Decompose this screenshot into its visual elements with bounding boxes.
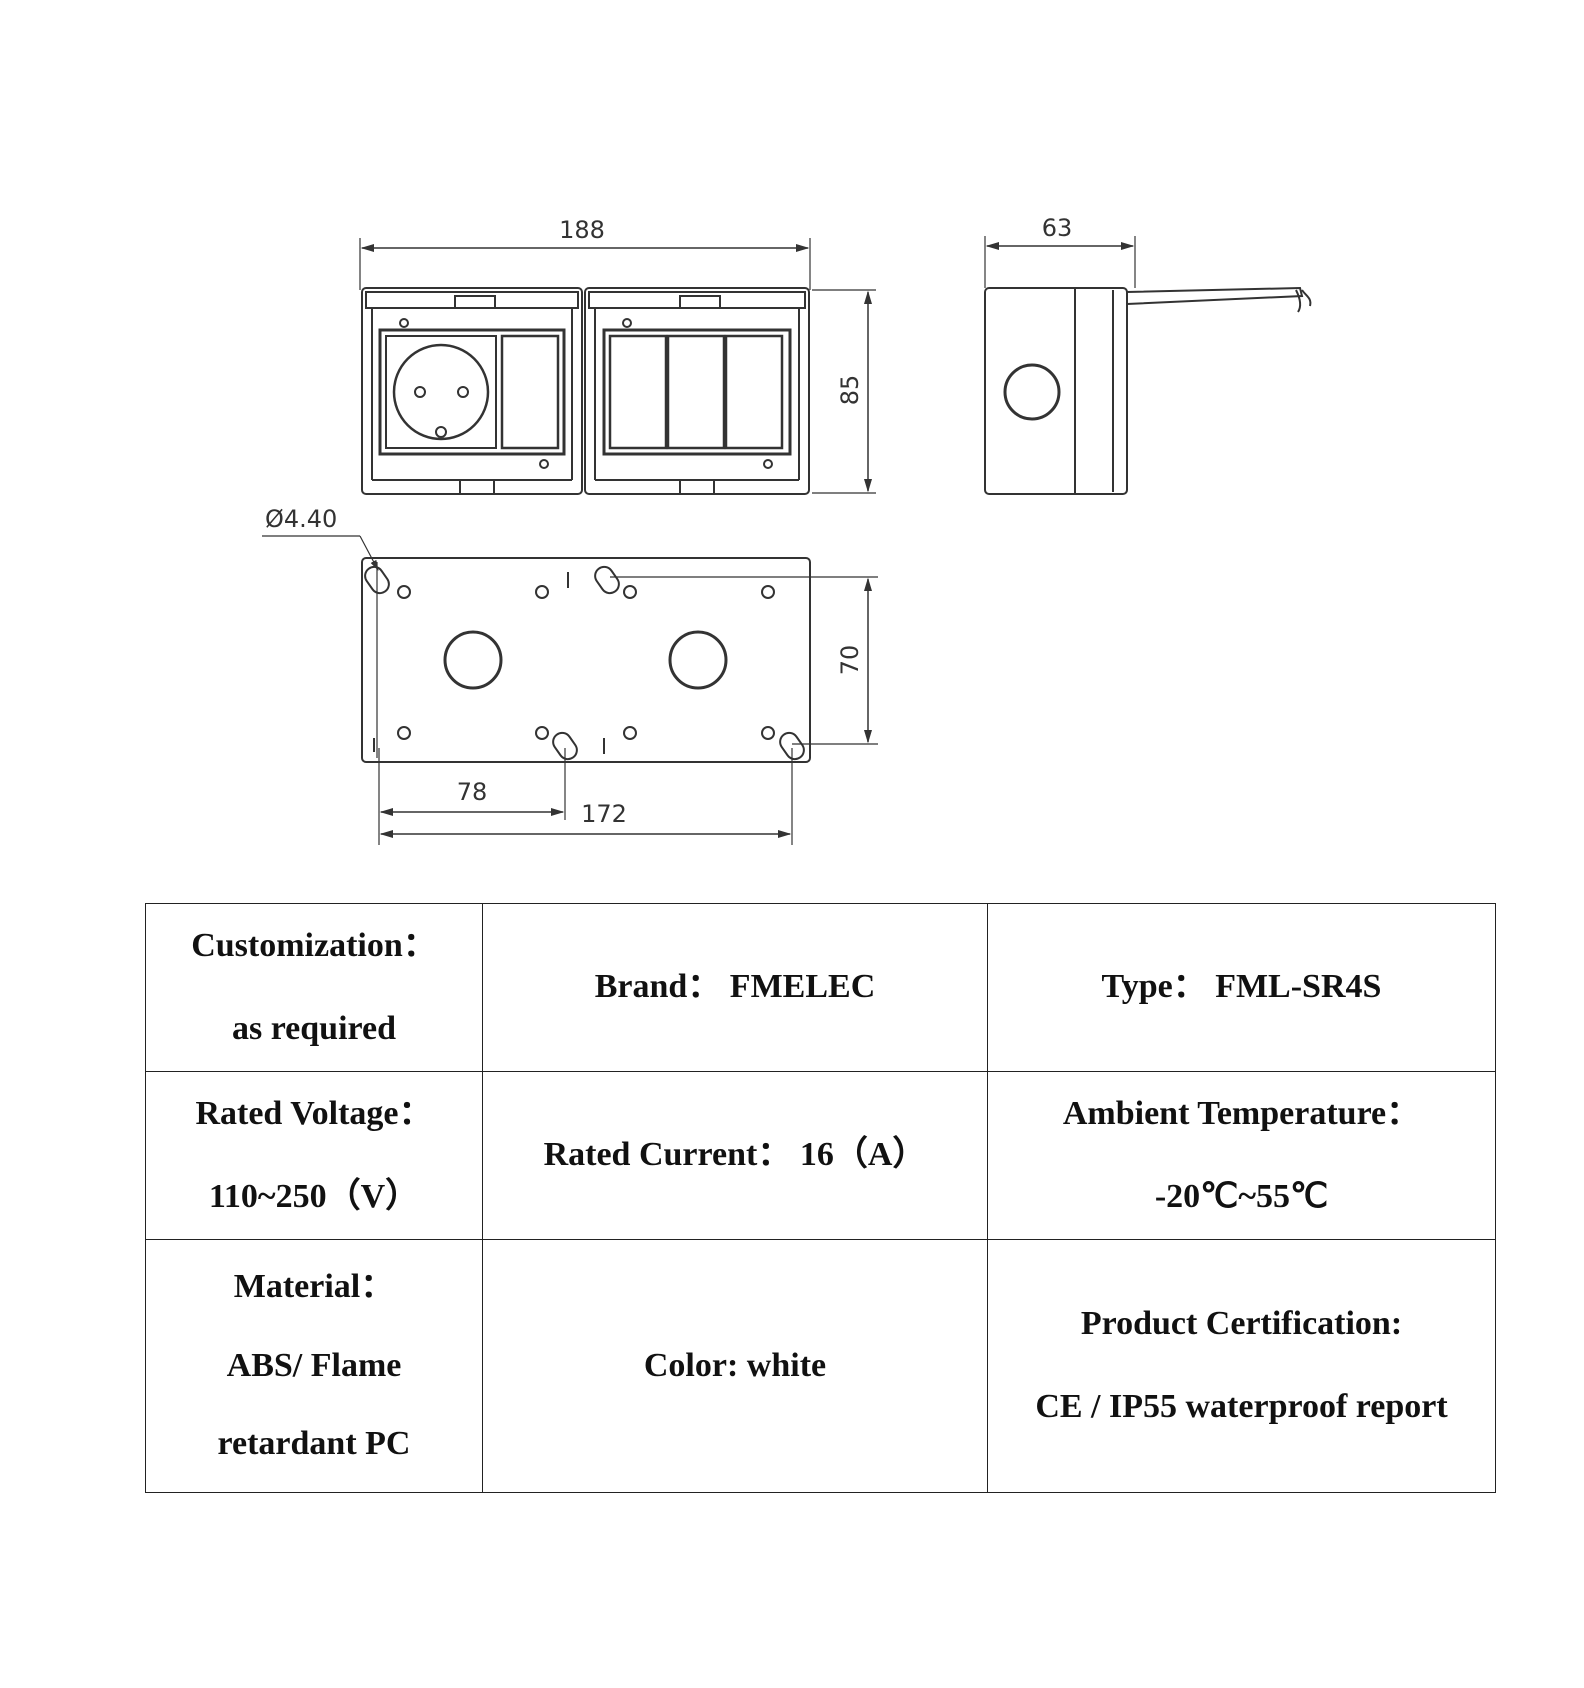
spec-cell: Type： FML-SR4S [987,903,1496,1072]
spec-cell-line: 110~250（V） [208,1177,420,1215]
spec-table: Customization： as required Brand： FMELEC Ty… [145,903,1496,1493]
spec-cell-line: CE / IP55 waterproof report [1035,1388,1448,1425]
mounting-view [262,535,878,845]
spec-cell-line: as required [231,1009,397,1047]
front-view [359,238,876,495]
spec-cell: Product Certification: CE / IP55 waterpro… [987,1239,1496,1493]
spec-row: Rated Voltage： 110~250（V） Rated Current： 1… [145,1071,1496,1240]
spec-cell: Material： ABS/ Flame retardant PC [145,1239,483,1493]
overall-spacing-dim: 172 [581,800,627,828]
spec-cell-line: Rated Voltage： [195,1094,433,1132]
spec-row: Material： ABS/ Flame retardant PC Color: wh… [145,1239,1496,1493]
spec-cell-line: Customization： [191,926,437,964]
spec-cell-line: Product Certification: [1080,1305,1403,1343]
spec-cell: Rated Current： 16（A） [482,1071,988,1240]
spec-row: Customization： as required Brand： FMELEC Ty… [145,903,1496,1072]
spec-table-body: Customization： as required Brand： FMELEC Ty… [145,903,1496,1493]
spec-cell: Ambient Temperature： -20℃~55℃ [987,1071,1496,1240]
spec-cell: Customization： as required [145,903,483,1072]
hole-diameter-dim: Ø4.40 [265,505,337,533]
side-view [984,236,1312,495]
spec-cell: Rated Voltage： 110~250（V） [145,1071,483,1240]
technical-drawing: 188 85 63 [262,214,1312,845]
spec-cell-line: Color: white [643,1346,827,1384]
spec-cell-line: Ambient Temperature： [1062,1094,1421,1132]
spec-cell-line: -20℃~55℃ [1154,1177,1329,1215]
front-height-dim: 85 [836,375,864,406]
spec-cell: Color: white [482,1239,988,1493]
hole-spacing-dim: 78 [457,778,488,806]
spec-cell-line: Rated Current： 16（A） [543,1136,927,1174]
spec-cell-line: retardant PC [217,1425,411,1463]
spec-cell-line: Type： FML-SR4S [1101,968,1382,1006]
side-depth-dim: 63 [1042,214,1073,242]
spec-cell-line: Material： [233,1267,395,1305]
mount-height-dim: 70 [836,645,864,676]
spec-cell-line: Brand： FMELEC [594,968,876,1006]
spec-cell-line: ABS/ Flame [226,1346,402,1384]
spec-cell: Brand： FMELEC [482,903,988,1072]
front-width-dim: 188 [559,216,605,244]
